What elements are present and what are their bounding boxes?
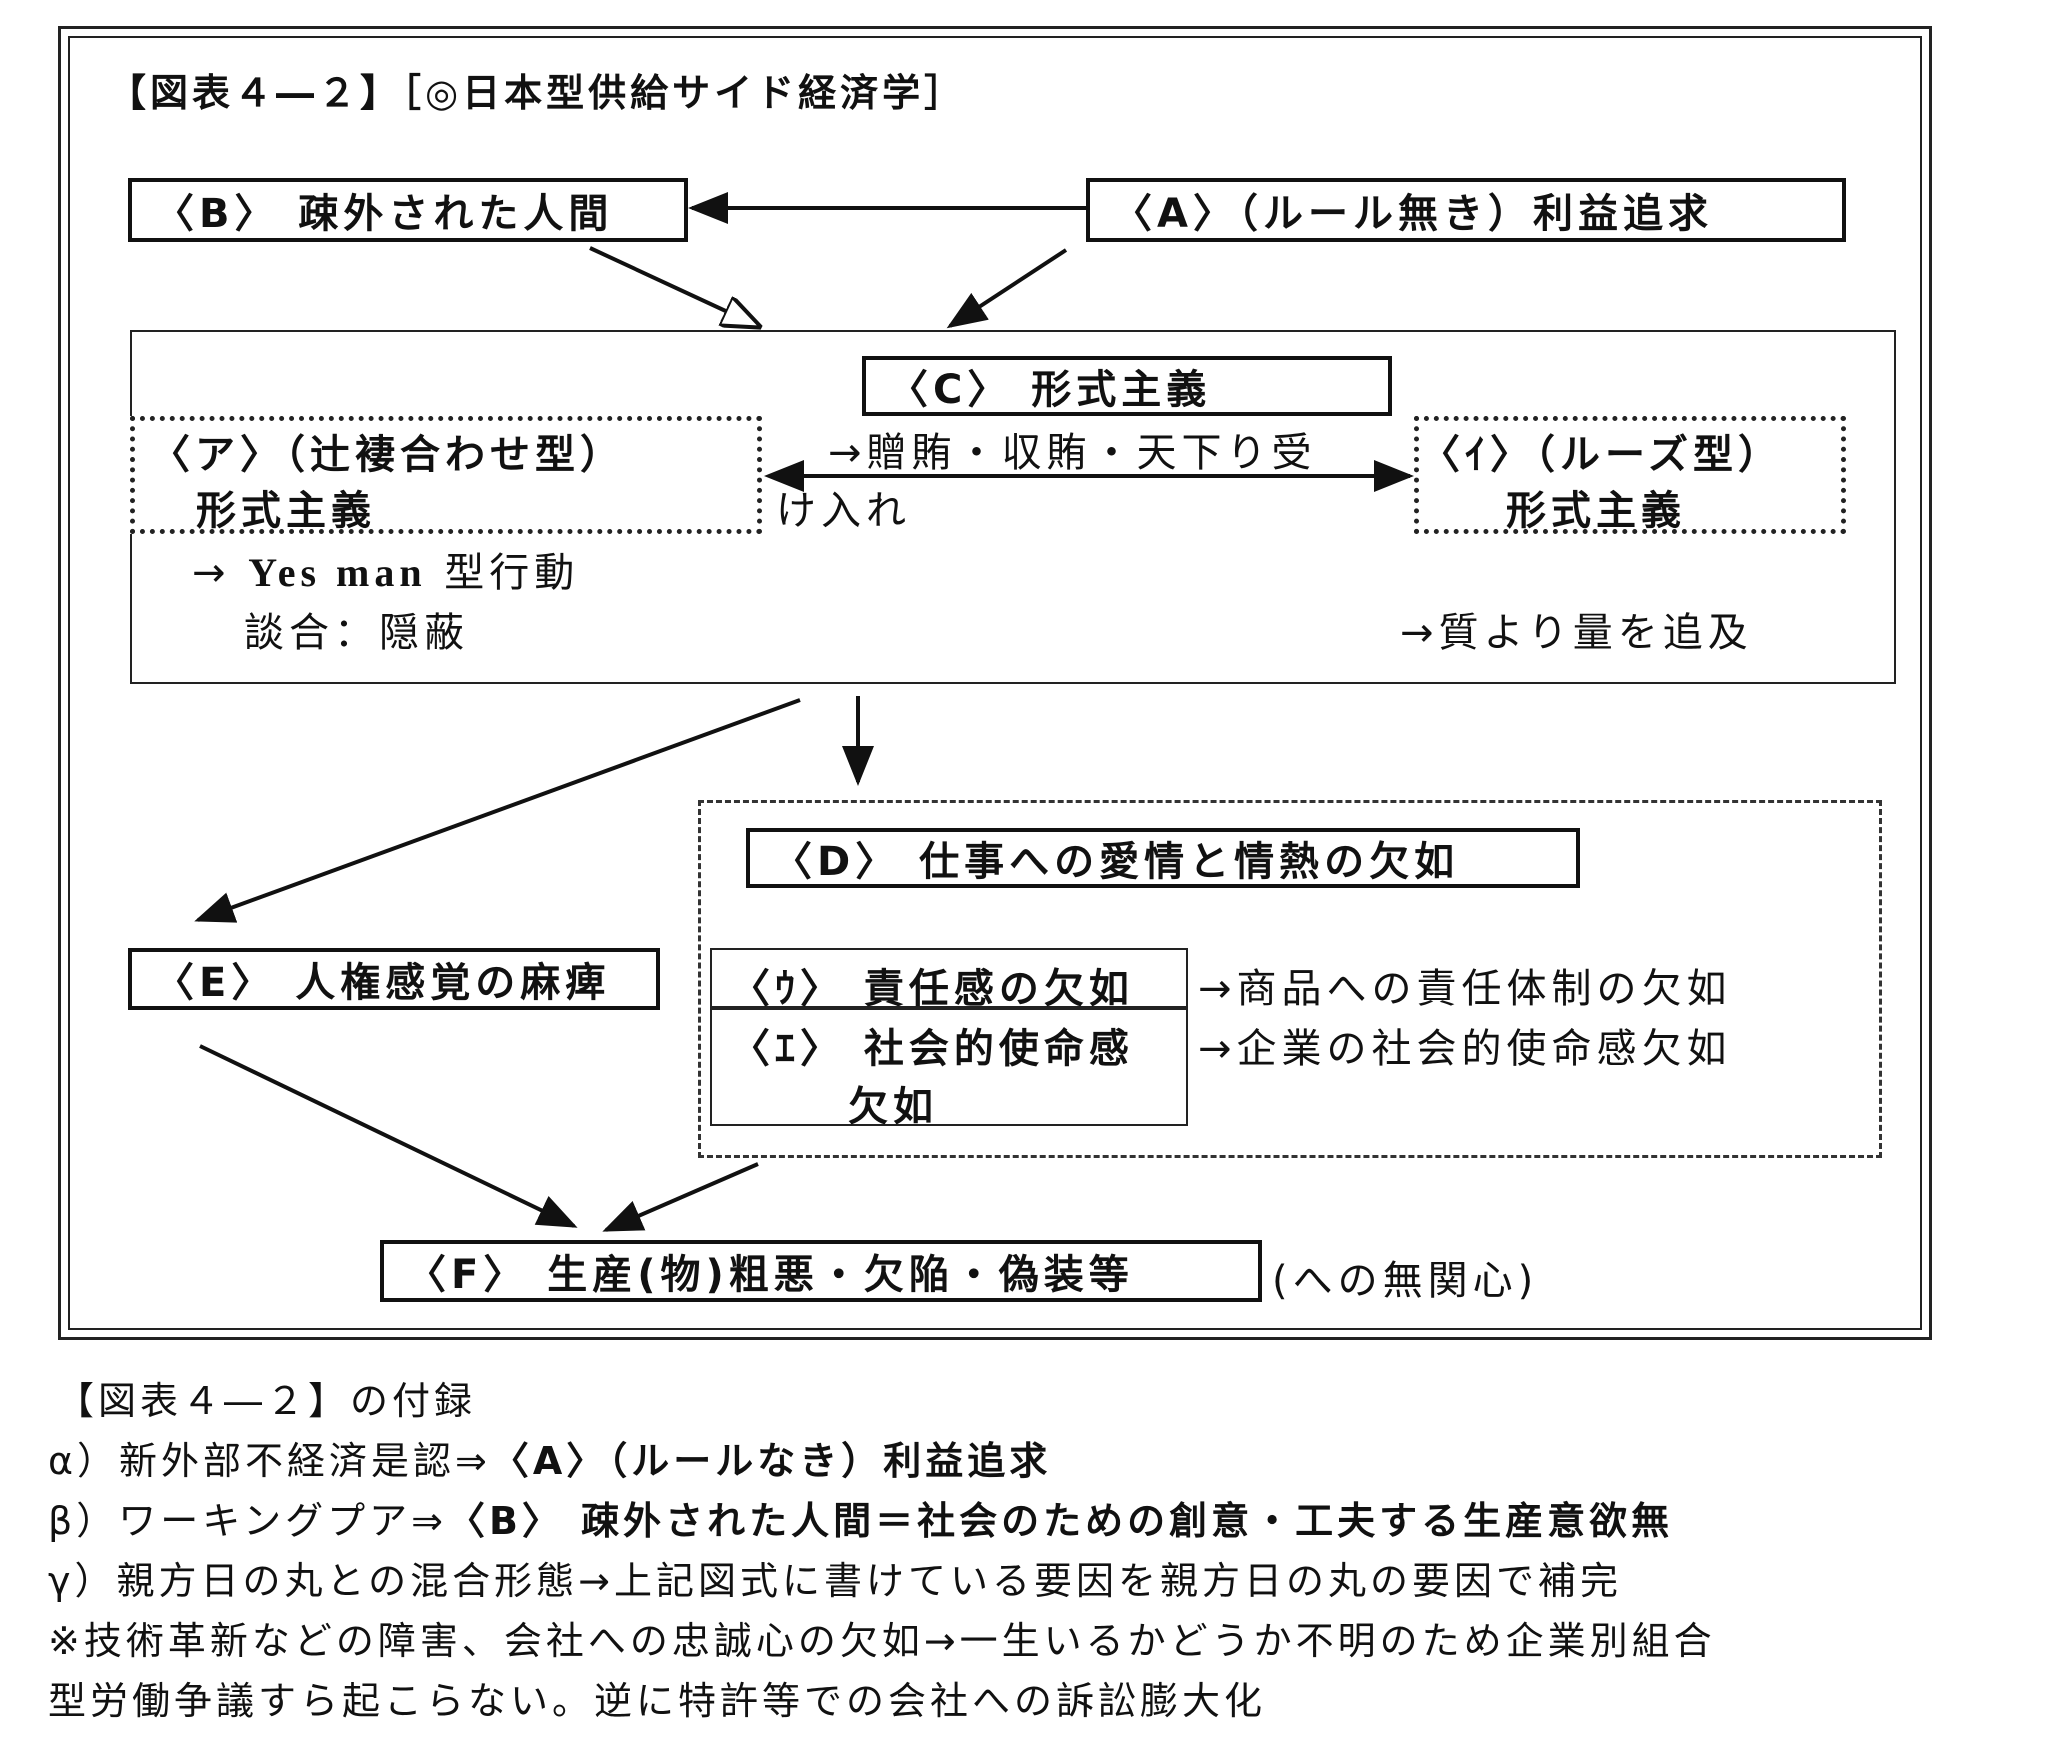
quantity-note: →質より量を追及	[1400, 610, 1753, 656]
bribery-note-cont: け入れ	[776, 488, 911, 534]
yes-man-term: Yes man	[248, 550, 427, 595]
corporate-mission-note: →企業の社会的使命感欠如	[1198, 1026, 1732, 1072]
box-u-responsibility	[710, 948, 1188, 1008]
appendix-beta-bold: 〈B〉 疎外された人間＝社会のための創意・工夫する生産意欲無	[446, 1499, 1674, 1543]
appendix-beta: β）ワーキングプア⇒〈B〉 疎外された人間＝社会のための創意・工夫する生産意欲無	[48, 1490, 1673, 1545]
box-u-label: 〈ｳ〉 責任感の欠如	[730, 966, 1134, 1012]
box-c-formalism: 〈C〉 形式主義	[862, 356, 1392, 416]
diagram-outer-frame	[58, 26, 1932, 1340]
appendix-alpha-bold: 〈A〉（ルールなき）利益追求	[490, 1439, 1052, 1483]
yes-man-rest: 型行動	[426, 550, 580, 596]
box-a-type-sub: 形式主義	[196, 488, 376, 534]
box-d-label: 〈D〉 仕事への愛情と情熱の欠如	[772, 839, 1460, 885]
indifference-note: (への無関心)	[1272, 1258, 1539, 1304]
box-a-profit-pursuit: 〈A〉（ルール無き）利益追求	[1086, 178, 1846, 242]
arrow-c-to-e	[194, 698, 801, 923]
appendix-heading: 【図表４―２】の付録	[56, 1379, 477, 1423]
appendix-note-line1: ※技術革新などの障害、会社への忠誠心の欠如→一生いるかどうか不明のため企業別組合	[48, 1619, 1716, 1663]
box-b-alienated-human: 〈B〉 疎外された人間	[128, 178, 688, 242]
appendix-note-line2: 型労働争議すら起こらない。逆に特許等での会社への訴訟膨大化	[48, 1679, 1267, 1723]
appendix-gamma: γ）親方日の丸との混合形態→上記図式に書けている要因を親方日の丸の要因で補完	[48, 1559, 1622, 1603]
box-i-loose-formalism	[1414, 416, 1846, 534]
appendix-alpha: α）新外部不経済是認⇒〈A〉（ルールなき）利益追求	[48, 1430, 1051, 1485]
product-responsibility-note: →商品への責任体制の欠如	[1198, 966, 1732, 1012]
appendix-alpha-prefix: α）新外部不経済是認⇒	[48, 1439, 491, 1483]
arrow-d-to-f	[602, 1162, 759, 1232]
box-e-label-cont: 欠如	[848, 1084, 938, 1130]
box-i-type-label: 〈ｲ〉（ルーズ型）	[1420, 432, 1783, 478]
diagram-title: 【図表４―２】［◎日本型供給サイド経済学］	[108, 71, 967, 115]
box-e-human-rights: 〈E〉 人権感覚の麻痺	[128, 948, 660, 1010]
yes-man-arrow: →	[192, 550, 249, 596]
box-e-social-mission	[710, 1008, 1188, 1126]
box-b-label: 〈B〉 疎外された人間	[154, 191, 614, 237]
box-f-label: 〈F〉 生産(物)粗悪・欠陥・偽装等	[406, 1252, 1134, 1298]
box-d-lack-of-passion: 〈D〉 仕事への愛情と情熱の欠如	[746, 828, 1580, 888]
box-c-label: 〈C〉 形式主義	[888, 367, 1212, 413]
box-a-type-label: 〈ア〉（辻褄合わせ型）	[150, 432, 625, 478]
box-e-human-rights-label: 〈E〉 人権感覚の麻痺	[154, 960, 611, 1006]
arrow-b-to-c	[589, 246, 758, 326]
dango-note: 談合：隠蔽	[244, 610, 469, 656]
box-i-type-sub: 形式主義	[1506, 488, 1686, 534]
arrow-a-to-c	[946, 248, 1068, 329]
box-e-label: 〈ｴ〉 社会的使命感	[730, 1026, 1134, 1072]
box-a-consistency-formalism	[130, 416, 762, 534]
box-d-region	[698, 800, 1882, 1158]
arrow-e-to-f	[199, 1044, 578, 1228]
yes-man-note: → Yes man 型行動	[192, 540, 579, 598]
appendix-beta-prefix: β）ワーキングプア⇒	[48, 1499, 447, 1543]
diagram-inner-frame	[68, 36, 1922, 1330]
box-f-defective-production: 〈F〉 生産(物)粗悪・欠陥・偽装等	[380, 1240, 1262, 1302]
box-a-label: 〈A〉（ルール無き）利益追求	[1112, 191, 1713, 237]
